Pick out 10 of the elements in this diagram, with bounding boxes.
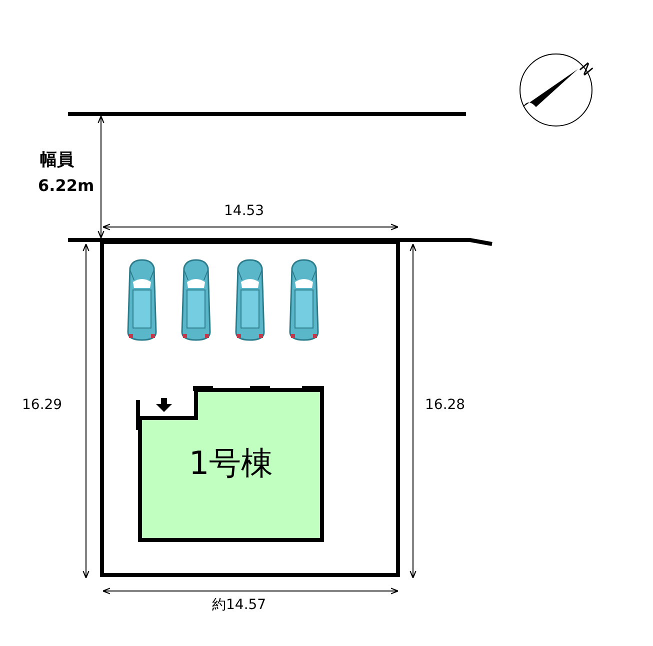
- dimension-label: 6.22m: [38, 178, 94, 194]
- dimension-label: 幅員: [40, 152, 74, 169]
- building-label: 1号棟: [188, 443, 274, 484]
- dimension-label: 16.28: [425, 398, 466, 412]
- dimension-label: 約14.57: [212, 598, 266, 612]
- lot-boundary: [100, 240, 400, 577]
- building-footprint: [136, 386, 326, 544]
- dimension-label: 16.29: [22, 398, 62, 412]
- dimension-label: 14.53: [224, 204, 264, 218]
- north-label: N: [576, 60, 595, 79]
